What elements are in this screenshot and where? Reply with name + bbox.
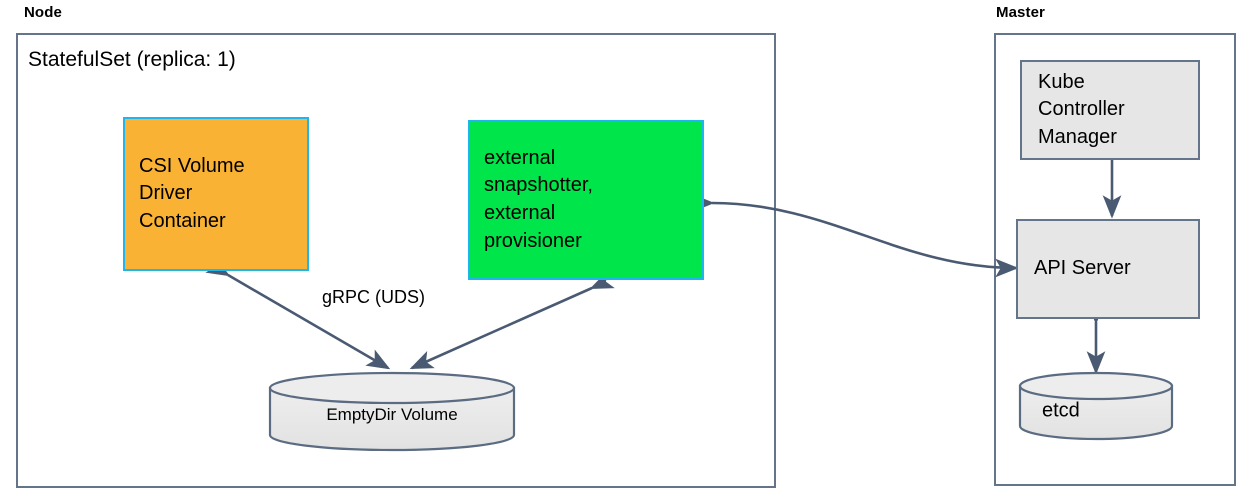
shape-emptydir-volume[interactable]: EmptyDir Volume	[268, 371, 516, 452]
kube-controller-manager-label: Kube Controller Manager	[1038, 70, 1125, 148]
api-server-label: API Server	[1034, 257, 1131, 280]
shape-external-sidecars[interactable]: external snapshotter, external provision…	[468, 120, 704, 280]
shape-kube-controller-manager[interactable]: Kube Controller Manager	[1020, 60, 1200, 160]
shape-api-server[interactable]: API Server	[1016, 219, 1200, 319]
shape-csi-volume-driver-container[interactable]: CSI Volume Driver Container	[123, 117, 309, 271]
edge-label-grpc-uds: gRPC (UDS)	[322, 287, 426, 307]
group-label-node: Node	[24, 4, 62, 21]
external-sidecars-label: external snapshotter, external provision…	[484, 146, 593, 252]
statefulset-caption: StatefulSet (replica: 1)	[28, 48, 236, 71]
csi-volume-driver-container-label: CSI Volume Driver Container	[139, 154, 245, 232]
group-label-master: Master	[996, 4, 1045, 21]
shape-etcd[interactable]: etcd	[1018, 371, 1174, 441]
